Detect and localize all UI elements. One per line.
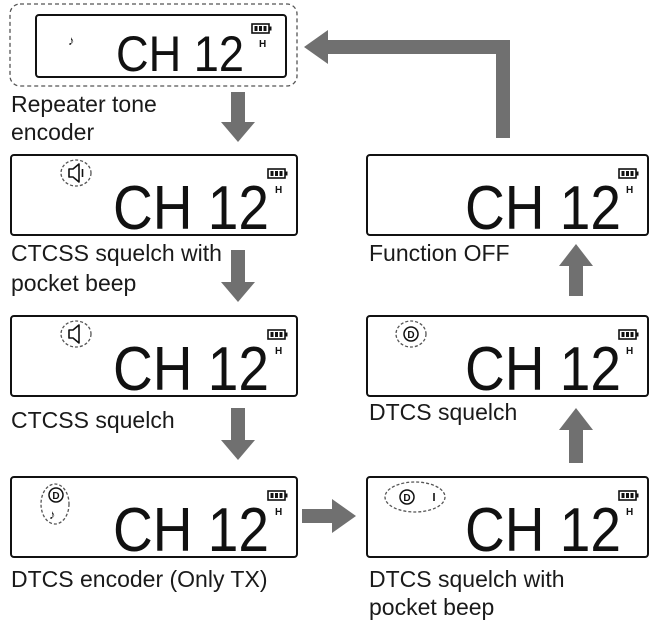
lcd-screen-dtcs-pocket-beep: D CH 12 H <box>366 476 649 565</box>
svg-text:D: D <box>407 330 414 341</box>
caption-ctcss-pocket-beep-line1: CTCSS squelch with <box>11 240 222 266</box>
arrow-down-2 <box>221 250 255 302</box>
lcd-screen-ctcss-squelch: CH 12 H <box>10 315 298 404</box>
caption-dtcs-pocket-beep-line2: pocket beep <box>369 594 495 620</box>
dtcs-d-icon: D <box>403 326 419 342</box>
icon-highlight <box>60 159 92 187</box>
arrow-up-2 <box>559 244 593 296</box>
caption-ctcss-pocket-beep-line2: pocket beep <box>11 270 137 296</box>
power-indicator: H <box>275 507 282 518</box>
caption-repeater-tone-line1: Repeater tone <box>11 91 157 117</box>
arrow-right <box>302 499 356 533</box>
icon-highlight <box>395 320 427 348</box>
caption-dtcs-encoder: DTCS encoder (Only TX) <box>11 566 268 592</box>
icon-highlight <box>60 320 92 348</box>
svg-text:D: D <box>52 491 59 502</box>
channel-readout: CH 12 <box>113 335 269 404</box>
channel-readout: CH 12 <box>113 174 269 243</box>
repeater-tone-highlight <box>9 3 298 87</box>
channel-readout: CH 12 <box>465 335 621 404</box>
lcd-screen-dtcs-squelch: D CH 12 H <box>366 315 649 404</box>
dtcs-d-icon: D <box>399 489 415 505</box>
channel-readout: CH 12 <box>116 26 244 82</box>
arrow-down-3 <box>221 408 255 460</box>
tone-note-icon: ♪ <box>68 33 75 48</box>
caption-function-off: Function OFF <box>369 240 510 266</box>
power-indicator: H <box>275 185 282 196</box>
power-indicator: H <box>626 507 633 518</box>
power-indicator: H <box>259 39 266 50</box>
lcd-screen-dtcs-encoder: D ♪ CH 12 H <box>10 476 298 565</box>
power-indicator: H <box>626 346 633 357</box>
arrow-up-1 <box>559 408 593 463</box>
channel-readout: CH 12 <box>113 496 269 565</box>
tone-note-icon: ♪ <box>49 507 56 522</box>
lcd-screen-repeater-tone: ♪ CH 12 H <box>35 14 287 82</box>
icon-highlight <box>384 481 446 513</box>
speaker-sound-icon <box>68 163 84 183</box>
lcd-screen-function-off: CH 12 H <box>366 154 649 243</box>
dtcs-d-icon: D <box>48 487 64 503</box>
caption-ctcss-squelch: CTCSS squelch <box>11 407 175 433</box>
icon-highlight <box>40 483 70 525</box>
svg-text:D: D <box>403 493 410 504</box>
caption-dtcs-pocket-beep-line1: DTCS squelch with <box>369 566 565 592</box>
caption-dtcs-squelch: DTCS squelch <box>369 399 518 425</box>
caption-repeater-tone-line2: encoder <box>11 119 95 145</box>
power-indicator: H <box>275 346 282 357</box>
arrow-down-1 <box>221 92 255 142</box>
lcd-screen-ctcss-pocket-beep: CH 12 H <box>10 154 298 243</box>
flow-arrows <box>221 30 593 533</box>
channel-readout: CH 12 <box>465 496 621 565</box>
arrow-return <box>304 30 510 138</box>
channel-readout: CH 12 <box>465 174 621 243</box>
power-indicator: H <box>626 185 633 196</box>
